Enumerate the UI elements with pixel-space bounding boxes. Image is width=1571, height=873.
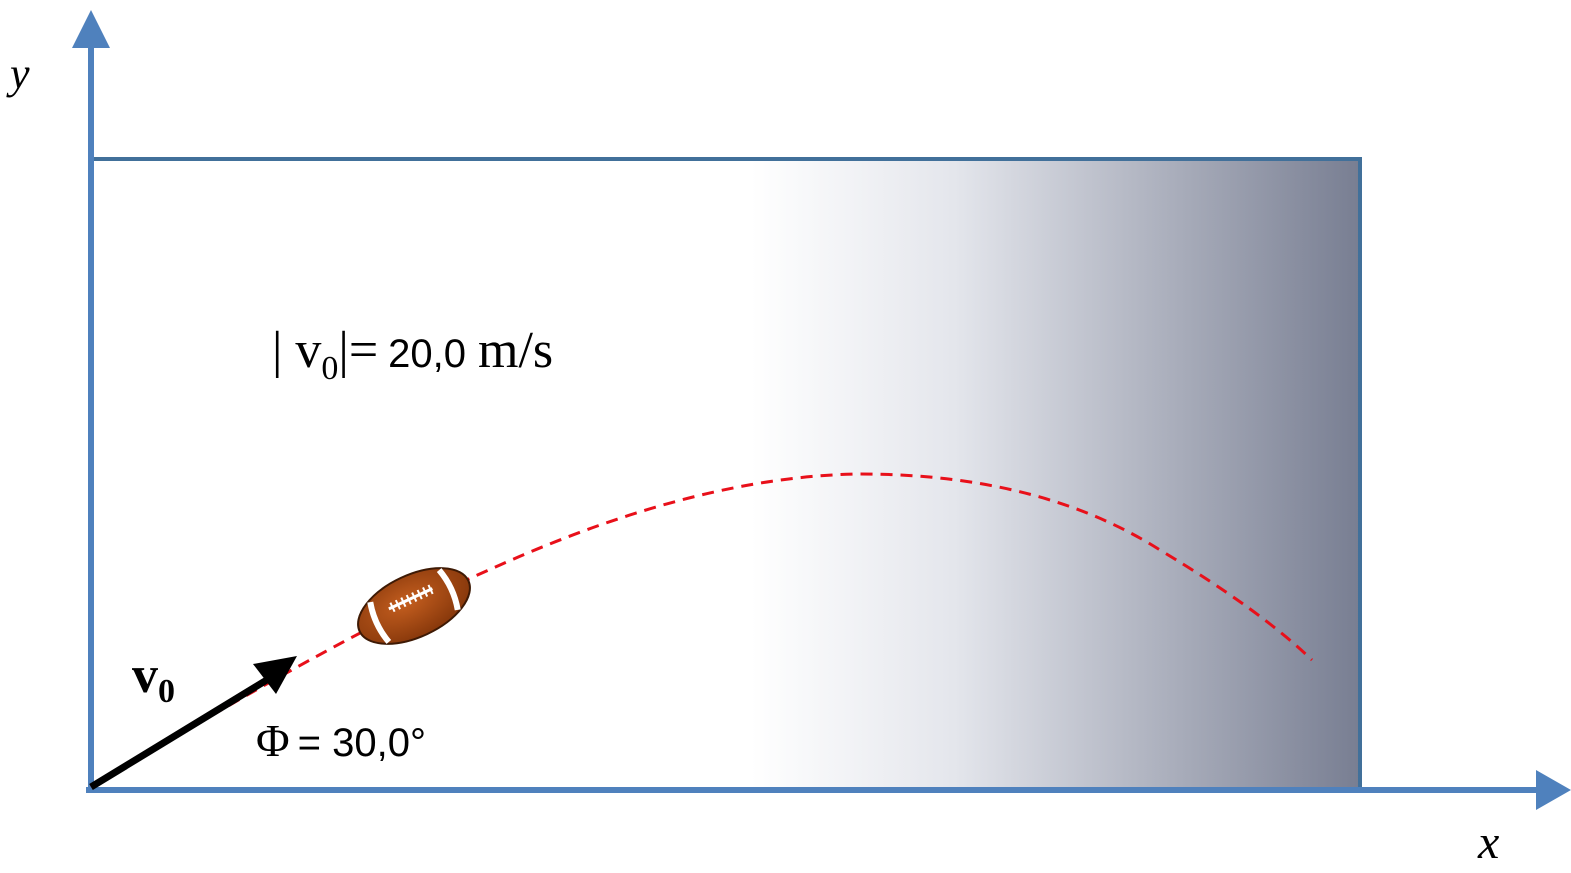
speed-value: 20,0 xyxy=(388,332,466,376)
speed-bar: |= xyxy=(338,322,378,379)
y-axis-arrowhead xyxy=(72,10,110,48)
angle-label: Φ= 30,0° xyxy=(256,715,426,766)
velocity-vector xyxy=(89,675,272,790)
x-axis-arrowhead xyxy=(1536,770,1571,810)
football-icon xyxy=(357,567,471,645)
trajectory-path xyxy=(90,472,1314,789)
vector-subscript: 0 xyxy=(158,673,175,710)
angle-value: = 30,0° xyxy=(298,721,426,765)
vector-label: v0 xyxy=(132,647,175,710)
speed-subscript: 0 xyxy=(321,350,338,387)
y-axis-label: y xyxy=(6,49,30,98)
speed-prefix: | v xyxy=(272,322,321,379)
angle-symbol: Φ xyxy=(256,715,290,766)
x-axis-label: x xyxy=(1477,816,1499,868)
speed-unit: m/s xyxy=(478,322,553,379)
speed-label: | v0|=20,0 m/s xyxy=(272,322,553,387)
field-box xyxy=(89,157,1362,792)
vector-symbol: v xyxy=(132,647,158,704)
velocity-vector-arrowhead xyxy=(253,656,297,694)
